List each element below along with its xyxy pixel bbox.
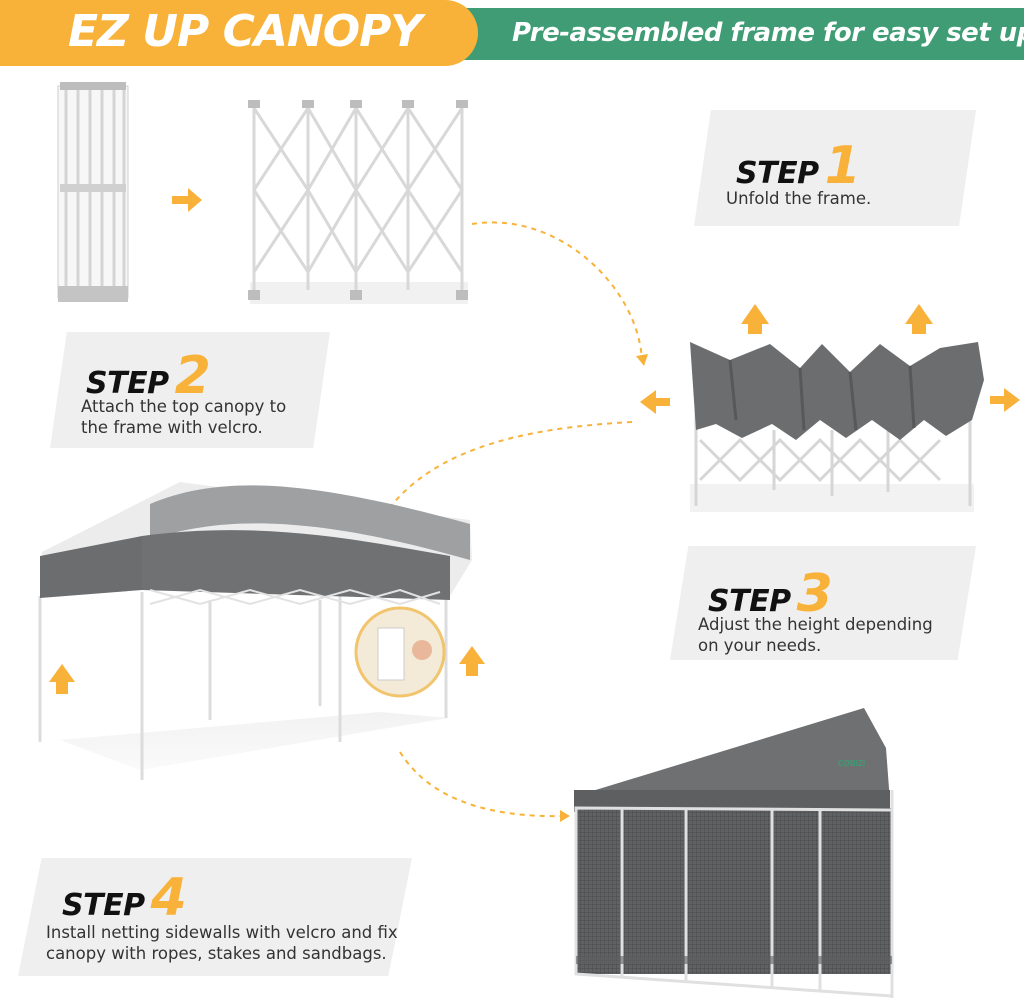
dashed-curved-arrow-icon: [375, 421, 633, 529]
step-2-line-2: the frame with velcro.: [81, 418, 263, 437]
step-2-number: 2: [174, 346, 211, 406]
canopy-sidewalls-image: [574, 708, 894, 998]
step-3-number: 3: [796, 564, 833, 624]
step-4-word: STEP: [62, 888, 145, 923]
subtitle-banner: Pre-assembled frame for easy set up: [440, 8, 1024, 60]
arrow-left-icon: [640, 390, 670, 414]
step-1-number: 1: [824, 136, 861, 196]
arrow-right-icon: [990, 388, 1020, 412]
arrow-right-icon: [172, 188, 202, 212]
step-3-word: STEP: [708, 584, 791, 619]
step-4-text: Install netting sidewalls with velcro an…: [46, 922, 398, 964]
canopy-height-image: [38, 482, 472, 780]
step-2-card: [50, 332, 330, 448]
canopy-attach-image: [690, 342, 984, 512]
step-3-text: Adjust the height depending on your need…: [698, 614, 933, 656]
step-4-number: 4: [150, 868, 187, 928]
step-3-card: [670, 546, 976, 660]
step-3-line-1: Adjust the height depending: [698, 615, 933, 634]
step-1-text: Unfold the frame.: [726, 188, 871, 209]
step-2-word: STEP: [86, 366, 169, 401]
title-banner: EZ UP CANOPY: [0, 0, 478, 66]
subtitle-text: Pre-assembled frame for easy set up: [512, 18, 1024, 48]
arrow-up-icon: [905, 304, 933, 334]
step-4-line-2: canopy with ropes, stakes and sandbags.: [46, 944, 387, 963]
brand-logo: COBIZI: [838, 759, 865, 768]
step-1-card: [694, 110, 976, 226]
arrow-up-icon: [459, 646, 485, 676]
step-1-line-1: Unfold the frame.: [726, 189, 872, 208]
step-2-text: Attach the top canopy to the frame with …: [81, 396, 286, 438]
step-1-word: STEP: [736, 156, 819, 191]
step-4-line-1: Install netting sidewalls with velcro an…: [46, 923, 398, 942]
dashed-curved-arrow-icon: [471, 221, 643, 363]
title-text: EZ UP CANOPY: [68, 6, 422, 57]
step-4-card: [18, 858, 412, 976]
folded-frame-image: [57, 82, 129, 302]
arrow-up-icon: [741, 304, 769, 334]
step-3-line-2: on your needs.: [698, 636, 822, 655]
step-2-line-1: Attach the top canopy to: [81, 397, 287, 416]
dashed-curved-arrow-icon: [399, 751, 567, 818]
expanded-frame-image: [248, 100, 468, 304]
arrow-up-icon: [49, 664, 75, 694]
